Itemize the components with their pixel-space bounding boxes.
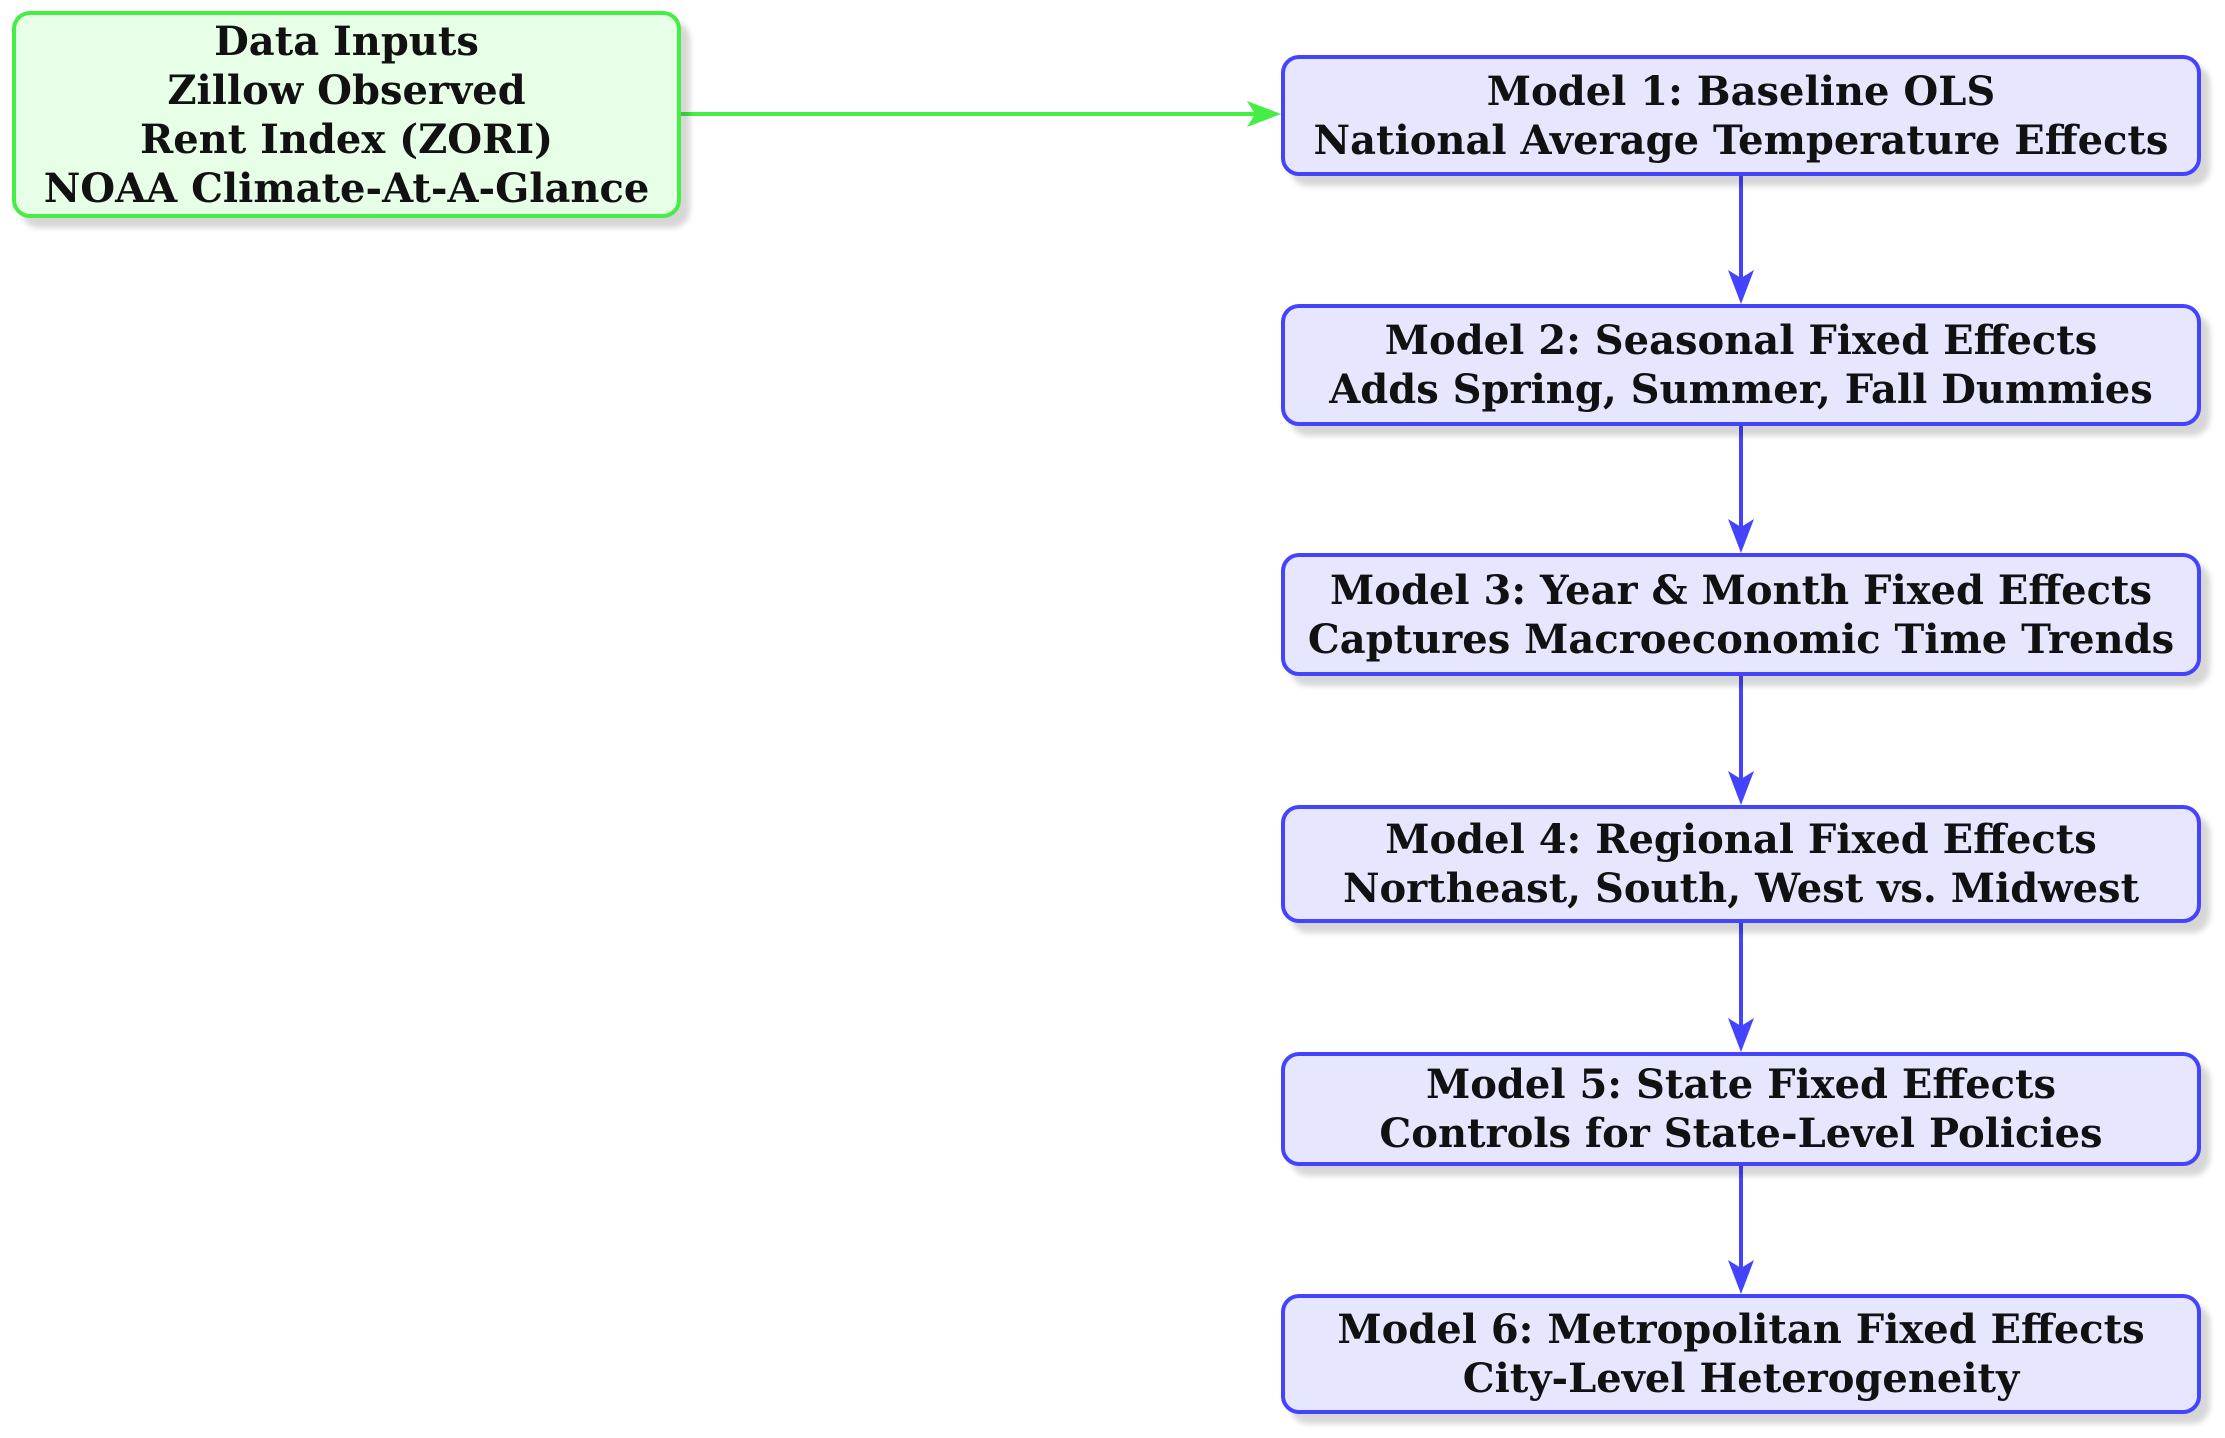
data-inputs-node: Data Inputs Zillow Observed Rent Index (… (12, 11, 681, 218)
model-2-title: Model 2: Seasonal Fixed Effects (1384, 317, 2098, 364)
model-3-node: Model 3: Year & Month Fixed Effects Capt… (1281, 553, 2201, 676)
model-4-node: Model 4: Regional Fixed Effects Northeas… (1281, 805, 2201, 923)
edge-model-2-to-model-3-arrowhead (1728, 519, 1754, 553)
data-inputs-line-2: Zillow Observed (167, 66, 526, 114)
edge-input-to-model-1-arrowhead (1247, 101, 1281, 127)
model-2-node: Model 2: Seasonal Fixed Effects Adds Spr… (1281, 304, 2201, 426)
edge-model-1-to-model-2-arrowhead (1728, 270, 1754, 304)
model-6-description: City-Level Heterogeneity (1462, 1355, 2020, 1402)
edge-model-3-to-model-4-arrowhead (1728, 771, 1754, 805)
data-inputs-title: Data Inputs (214, 17, 479, 65)
model-1-title: Model 1: Baseline OLS (1486, 67, 1996, 115)
model-5-node: Model 5: State Fixed Effects Controls fo… (1281, 1052, 2201, 1166)
model-3-description: Captures Macroeconomic Time Trends (1307, 615, 2175, 663)
data-inputs-line-4: NOAA Climate-At-A-Glance (43, 164, 650, 212)
model-5-description: Controls for State-Level Policies (1379, 1110, 2103, 1157)
edge-model-5-to-model-6-arrowhead (1728, 1260, 1754, 1294)
edge-model-4-to-model-5-arrowhead (1728, 1018, 1754, 1052)
model-1-description: National Average Temperature Effects (1313, 116, 2169, 164)
model-3-title: Model 3: Year & Month Fixed Effects (1330, 566, 2152, 614)
model-1-node: Model 1: Baseline OLS National Average T… (1281, 55, 2201, 176)
model-5-title: Model 5: State Fixed Effects (1425, 1061, 2057, 1108)
model-2-description: Adds Spring, Summer, Fall Dummies (1329, 366, 2153, 413)
model-4-title: Model 4: Regional Fixed Effects (1385, 816, 2097, 863)
model-6-node: Model 6: Metropolitan Fixed Effects City… (1281, 1294, 2201, 1414)
model-4-description: Northeast, South, West vs. Midwest (1342, 865, 2140, 912)
data-inputs-line-3: Rent Index (ZORI) (139, 115, 553, 163)
model-6-title: Model 6: Metropolitan Fixed Effects (1337, 1306, 2145, 1353)
